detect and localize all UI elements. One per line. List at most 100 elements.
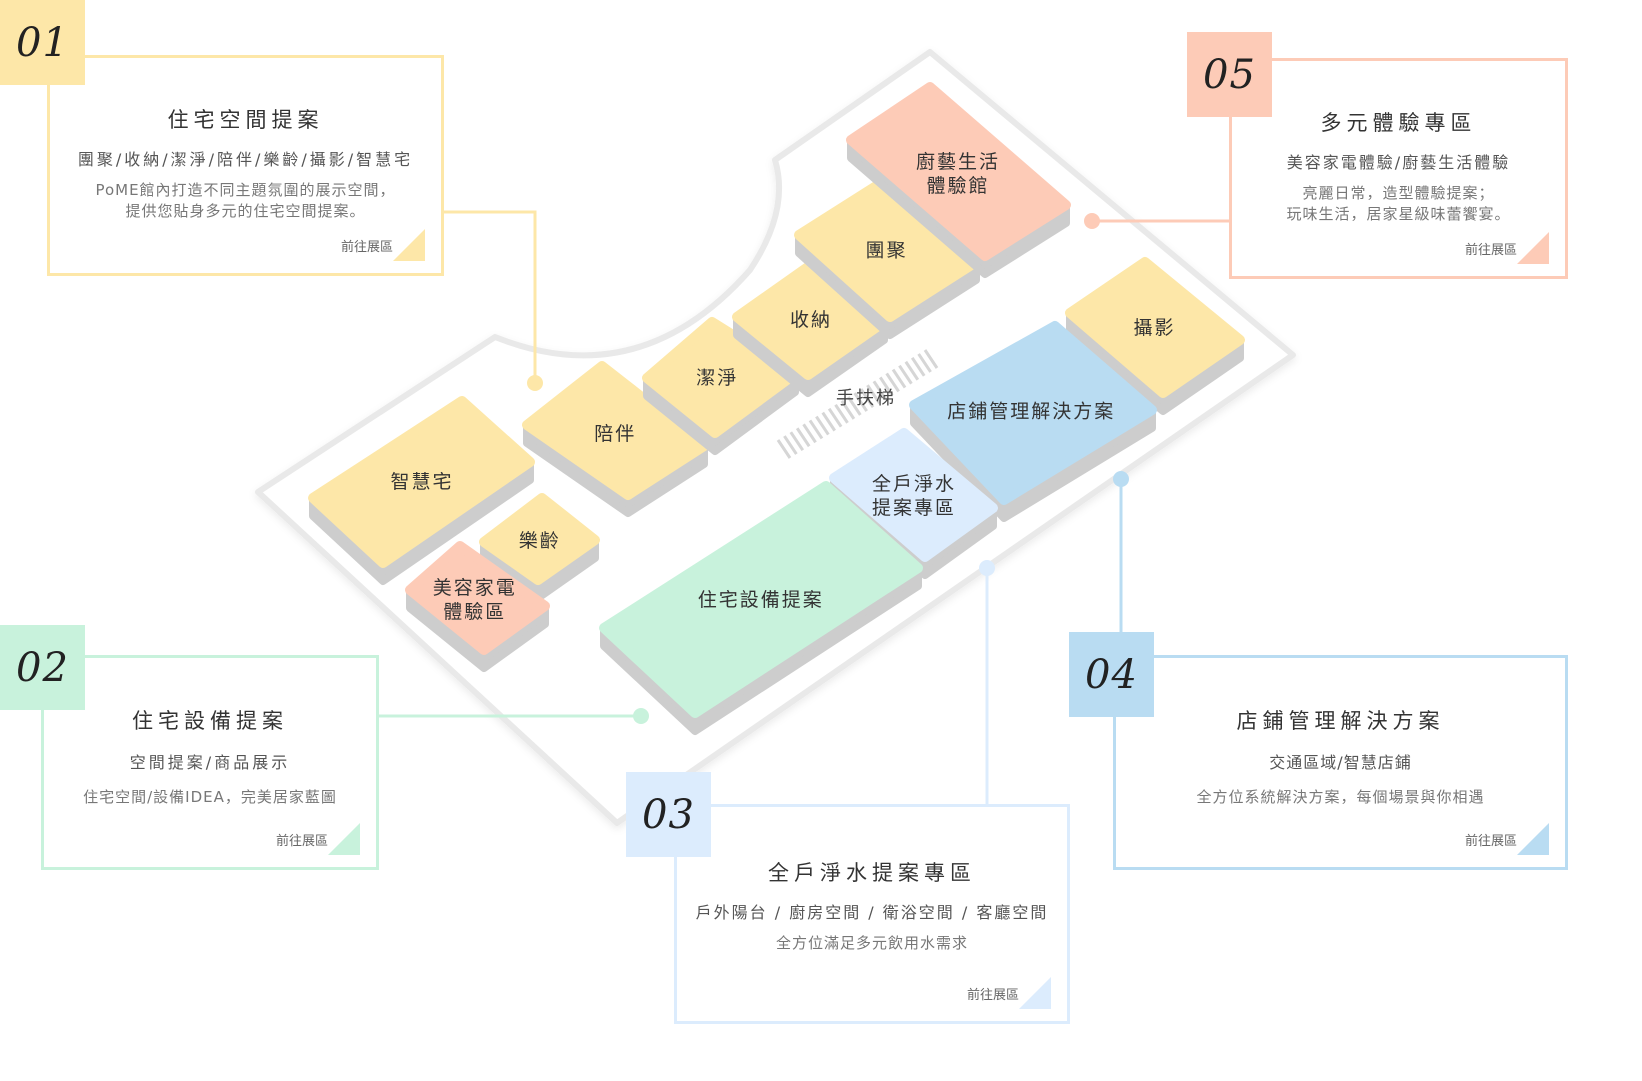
section-description: 亮麗日常，造型體驗提案；玩味生活，居家星級味蕾饗宴。 [1232,183,1565,225]
escalator-step [879,376,894,397]
escalator: 手扶梯 [776,349,939,459]
zone-label: 潔淨 [696,367,738,389]
escalator-step [827,407,843,428]
corner-triangle-icon [1517,823,1549,855]
zone-label: 陪伴 [594,423,636,445]
section-title: 全戶淨水提案專區 [768,861,976,885]
zone-top [846,82,1071,261]
zone-label: 全戶淨水 [872,473,956,495]
escalator-step [866,384,881,405]
zone-top [829,428,998,562]
section-card-residential-space: 住宅空間提案 團聚/收納/潔淨/陪伴/樂齡/攝影/智慧宅 PoME館內打造不同主… [47,55,444,276]
go-to-zone-link[interactable]: 前往展區 [340,240,393,255]
connector-lines [378,210,1229,804]
connector-dot-01 [527,375,543,391]
section-number-05: 05 [1187,32,1272,117]
zone-smart-home[interactable]: 智慧宅 [308,396,535,585]
corner-triangle-icon [393,229,425,261]
escalator-step [821,411,836,432]
connector-dot-05 [1084,213,1100,229]
escalator-step [910,356,926,377]
zone-label-line2: 體驗館 [926,175,989,197]
zone-top [1065,257,1245,398]
section-number-01: 01 [0,0,85,85]
desc-line: 玩味生活，居家星級味蕾饗宴。 [1286,205,1511,223]
zone-companion[interactable]: 陪伴 [522,361,709,517]
zone-label: 團聚 [865,239,907,261]
section-number-04: 04 [1069,632,1154,717]
section-card-water-purification: 全戶淨水提案專區 戶外陽台 / 廚房空間 / 衛浴空間 / 客廳空間 全方位滿足… [674,804,1070,1024]
zone-top [909,321,1157,505]
escalator-step [789,431,805,452]
connector-line-01 [443,210,537,383]
section-subtitle: 空間提案/商品展示 [129,753,291,772]
connector-dot-02 [633,708,649,724]
section-card-experience-zone: 多元體驗專區 美容家電體驗/廚藝生活體驗 亮麗日常，造型體驗提案；玩味生活，居家… [1229,58,1568,279]
section-title: 多元體驗專區 [1320,111,1477,135]
escalator-step [872,380,888,401]
section-card-store-management: 店鋪管理解決方案 交通區域/智慧店鋪 全方位系統解決方案，每個場景與你相遇 前往… [1113,655,1568,870]
escalator-step [834,403,849,424]
zone-top [308,396,535,568]
zone-label: 店鋪管理解決方案 [947,400,1115,422]
zone-label: 美容家電 [433,577,517,599]
section-card-home-equipment: 住宅設備提案 空間提案/商品展示 住宅空間/設備IDEA，完美居家藍圖 前往展區 [41,655,379,870]
section-number-03: 03 [626,772,711,857]
zone-label-line2: 提案專區 [872,497,956,519]
desc-line: 提供您貼身多元的住宅空間提案。 [125,202,366,220]
escalator-step [898,364,913,385]
section-title: 店鋪管理解決方案 [1236,709,1445,733]
section-title: 住宅空間提案 [167,108,324,132]
section-number-02: 02 [0,625,85,710]
zone-label: 攝影 [1133,317,1175,339]
section-subtitle: 美容家電體驗/廚藝生活體驗 [1286,153,1511,172]
go-to-zone-link[interactable]: 前往展區 [1464,243,1517,258]
escalator-step [776,439,792,459]
section-subtitle: 戶外陽台 / 廚房空間 / 衛浴空間 / 客廳空間 [695,903,1049,922]
section-description: 全方位系統解決方案，每個場景與你相遇 [1196,788,1485,806]
connector-dot-04 [1113,471,1129,487]
escalator-step [853,392,868,412]
zone-label: 樂齡 [519,530,561,552]
desc-line: PoME館內打造不同主題氛圍的展示空間， [95,181,396,199]
connector-dot-03 [979,560,995,576]
escalator-step [885,372,900,393]
zone-store-management[interactable]: 店鋪管理解決方案 [909,321,1157,522]
zone-water-purification[interactable]: 全戶淨水提案專區 [829,428,998,579]
zone-top [405,541,550,655]
go-to-zone-link[interactable]: 前往展區 [275,834,328,849]
zone-label: 智慧宅 [390,471,453,493]
corner-triangle-icon [328,823,360,855]
section-subtitle: 團聚/收納/潔淨/陪伴/樂齡/攝影/智慧宅 [77,150,414,169]
escalator-step [917,353,932,373]
escalator-step [808,419,824,440]
corner-triangle-icon [1019,977,1051,1009]
escalator-step [815,415,830,436]
zone-label: 收納 [790,309,832,331]
escalator-step [783,435,798,455]
escalator-step [847,396,862,416]
section-description: 全方位滿足多元飲用水需求 [775,934,968,952]
escalator-step [923,349,939,369]
escalator-step [795,427,811,448]
escalator-step [840,400,856,420]
section-description: 住宅空間/設備IDEA，完美居家藍圖 [83,788,337,806]
section-subtitle: 交通區域/智慧店鋪 [1269,753,1412,772]
zone-top [599,481,923,718]
escalator-step [891,368,907,389]
zone-home-equipment[interactable]: 住宅設備提案 [599,481,923,735]
zone-top [479,493,600,585]
zone-photography[interactable]: 攝影 [1065,257,1245,415]
zone-label: 廚藝生活 [916,150,1000,173]
escalator-label: 手扶梯 [836,388,896,409]
go-to-zone-link[interactable]: 前往展區 [966,988,1019,1003]
escalator-step [802,423,817,444]
escalator-step [904,360,920,381]
go-to-zone-link[interactable]: 前往展區 [1464,834,1517,849]
zone-label-line2: 體驗區 [443,601,506,623]
zone-label: 住宅設備提案 [698,589,824,611]
section-title: 住宅設備提案 [132,709,288,733]
